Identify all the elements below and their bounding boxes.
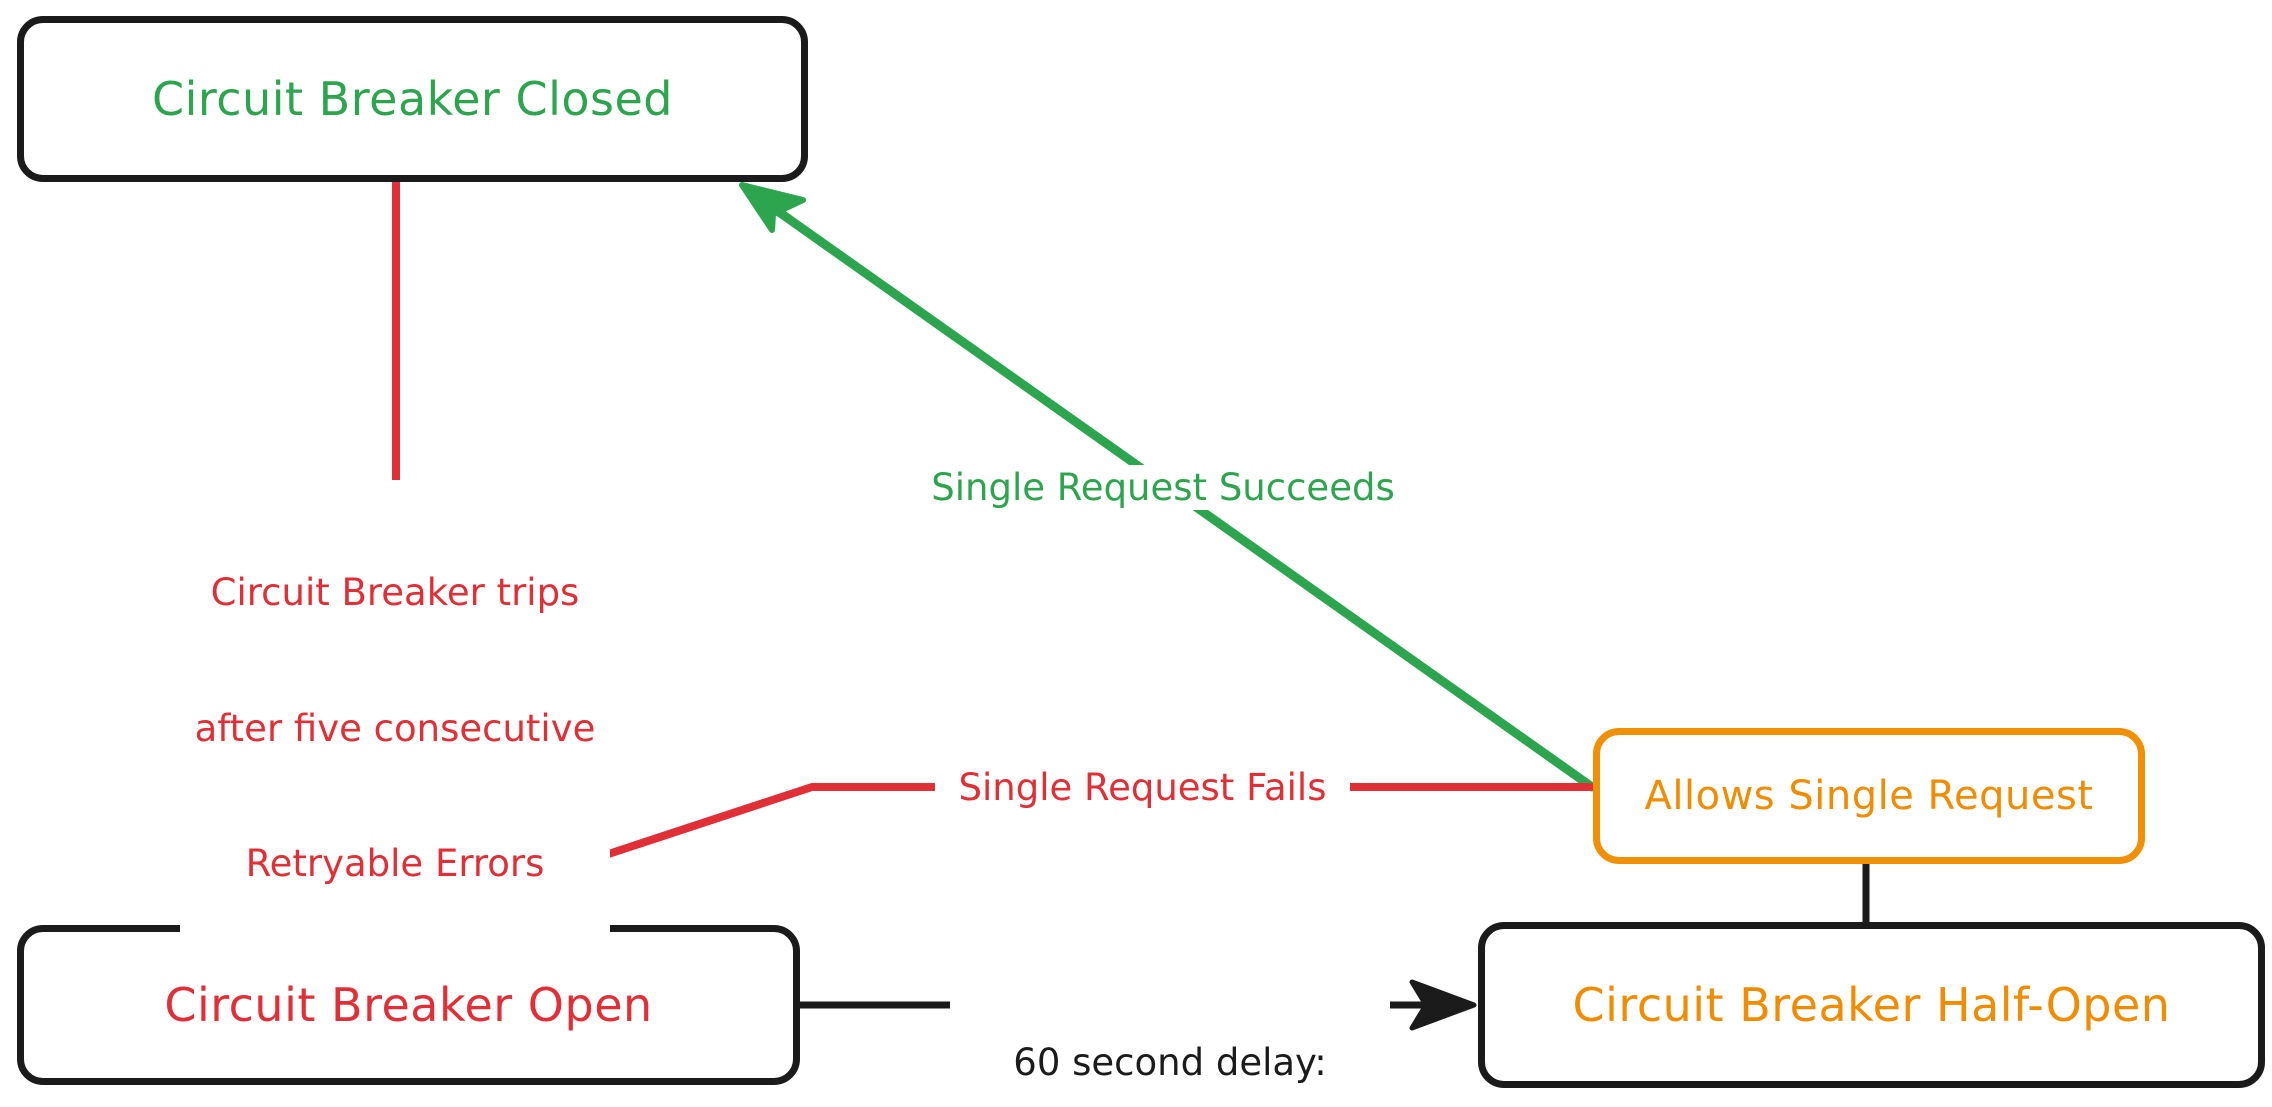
node-circuit-breaker-half-open[interactable]: Circuit Breaker Half-Open xyxy=(1478,922,2265,1088)
node-label-circuit-breaker-closed: Circuit Breaker Closed xyxy=(152,71,673,126)
edge-label-line-1: Circuit Breaker trips xyxy=(210,571,580,615)
edge-label-line-2: after five consecutive xyxy=(194,706,596,750)
node-circuit-breaker-closed[interactable]: Circuit Breaker Closed xyxy=(17,16,808,182)
edge-label-allows-to-closed: Single Request Succeeds xyxy=(916,465,1410,511)
edge-label-open-to-halfopen: 60 second delay: No requests allowed xyxy=(950,950,1390,1107)
node-label-circuit-breaker-open: Circuit Breaker Open xyxy=(164,977,653,1032)
node-label-circuit-breaker-half-open: Circuit Breaker Half-Open xyxy=(1572,977,2171,1032)
edge-label-allows-to-open: Single Request Fails xyxy=(935,765,1350,811)
node-allows-single-request[interactable]: Allows Single Request xyxy=(1593,728,2145,864)
edge-label-closed-to-open: Circuit Breaker trips after five consecu… xyxy=(180,480,610,977)
edge-label-line-1: 60 second delay: xyxy=(1013,1041,1327,1085)
edge-label-line-3: Retryable Errors xyxy=(245,842,545,885)
node-label-allows-single-request: Allows Single Request xyxy=(1644,773,2094,819)
